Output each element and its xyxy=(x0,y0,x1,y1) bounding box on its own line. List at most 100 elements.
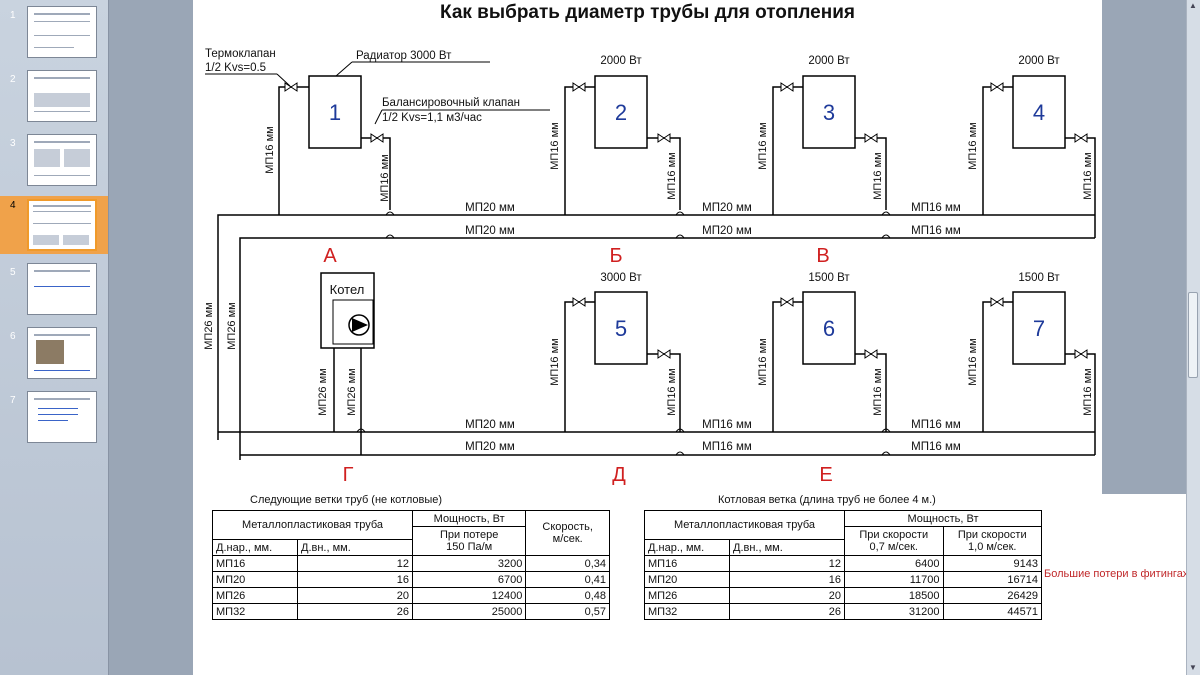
slide-title: Как выбрать диаметр трубы для отопления xyxy=(440,2,855,23)
radiator-number: 3 xyxy=(823,100,835,125)
balance-valve-spec: 1/2 Kvs=1,1 м3/час xyxy=(382,112,482,124)
radiator-number: 4 xyxy=(1033,100,1045,125)
radiator-6 xyxy=(802,291,856,365)
thermo-valve-icon xyxy=(990,82,1004,92)
balance-valve-icon xyxy=(864,349,878,359)
pump-icon xyxy=(348,314,370,336)
slide-thumb-3[interactable]: 3 xyxy=(0,134,108,194)
pipe-label: МП16 мм xyxy=(1082,152,1094,200)
pipe-label: МП26 мм xyxy=(203,302,215,350)
radiator-7 xyxy=(1012,291,1066,365)
radiator-number: 1 xyxy=(329,100,341,125)
pipe-label: МП16 мм xyxy=(549,122,561,170)
pipe-label: МП16 мм xyxy=(967,122,979,170)
radiator-3 xyxy=(802,75,856,149)
radiator-1 xyxy=(308,75,362,149)
slide-number: 2 xyxy=(10,74,16,85)
thermo-valve-label: Термоклапан xyxy=(205,48,276,60)
pipe-label: МП26 мм xyxy=(226,302,238,350)
node-label-e: Е xyxy=(819,464,832,486)
pipe-label: МП20 мм xyxy=(465,225,515,237)
slide-preview xyxy=(27,199,97,251)
slide-number: 7 xyxy=(10,395,16,406)
balance-valve-icon xyxy=(657,133,671,143)
pipe-label: МП16 мм xyxy=(264,126,276,174)
radiator-number: 7 xyxy=(1033,316,1045,341)
slide-preview xyxy=(27,6,97,58)
table-header: Металлопластиковая труба xyxy=(212,510,413,540)
slide-preview xyxy=(27,134,97,186)
pipe-label: МП16 мм xyxy=(702,441,752,453)
pipe-label: МП16 мм xyxy=(1082,368,1094,416)
table-left: Металлопластиковая труба Мощность, Вт Ск… xyxy=(212,510,610,620)
slide-number: 6 xyxy=(10,331,16,342)
boiler-pump-box xyxy=(332,299,374,345)
pipe-label: МП16 мм xyxy=(911,419,961,431)
radiator-power: 2000 Вт xyxy=(808,55,850,67)
slide-preview xyxy=(27,327,97,379)
slide-thumb-4[interactable]: 4 xyxy=(0,196,108,254)
slide-number: 5 xyxy=(10,267,16,278)
scroll-down-icon[interactable]: ▼ xyxy=(1189,663,1197,672)
pipe-label: МП16 мм xyxy=(549,338,561,386)
table-header: Металлопластиковая труба xyxy=(644,510,845,540)
slide-thumb-2[interactable]: 2 xyxy=(0,70,108,130)
radiator-power: 2000 Вт xyxy=(600,55,642,67)
side-note: Большие потери в фитингах xyxy=(1044,568,1186,580)
thermo-valve-icon xyxy=(572,82,586,92)
radiator-4 xyxy=(1012,75,1066,149)
pipe-label: МП16 мм xyxy=(872,368,884,416)
pipe-label: МП20 мм xyxy=(702,202,752,214)
slide-thumb-5[interactable]: 5 xyxy=(0,263,108,323)
balance-valve-icon xyxy=(1074,133,1088,143)
thermo-valve-icon xyxy=(780,297,794,307)
scrollbar-thumb[interactable] xyxy=(1188,292,1198,378)
table-header: Д.вн., мм. xyxy=(729,539,845,556)
pipe-label: МП20 мм xyxy=(465,441,515,453)
thermo-valve-icon xyxy=(284,82,298,92)
scroll-up-icon[interactable]: ▲ xyxy=(1189,1,1197,10)
radiator-number: 6 xyxy=(823,316,835,341)
pipe-label: МП16 мм xyxy=(967,338,979,386)
balance-valve-icon xyxy=(864,133,878,143)
thermo-valve-icon xyxy=(780,82,794,92)
table-header: Скорость,м/сек. xyxy=(525,510,610,556)
slide-number: 3 xyxy=(10,138,16,149)
radiator-number: 5 xyxy=(615,316,627,341)
slide-number: 1 xyxy=(10,10,16,21)
pipe-label: МП16 мм xyxy=(666,152,678,200)
slide-thumb-7[interactable]: 7 xyxy=(0,391,108,451)
boiler xyxy=(320,272,375,349)
radiator-power: 2000 Вт xyxy=(1018,55,1060,67)
pipe-label: МП16 мм xyxy=(702,419,752,431)
node-label-v: В xyxy=(816,245,829,267)
table-right: Металлопластиковая труба Мощность, Вт Пр… xyxy=(644,510,1042,620)
table-header: Д.нар., мм. xyxy=(212,539,298,556)
pipe-label: МП16 мм xyxy=(757,122,769,170)
table-header: Д.вн., мм. xyxy=(297,539,413,556)
radiator-power: 1500 Вт xyxy=(1018,272,1060,284)
slide-preview xyxy=(27,263,97,315)
balance-valve-label: Балансировочный клапан xyxy=(382,97,520,109)
slide-thumb-6[interactable]: 6 xyxy=(0,327,108,387)
slide-preview xyxy=(27,70,97,122)
pipe-label: МП16 мм xyxy=(757,338,769,386)
balance-valve-icon xyxy=(1074,349,1088,359)
pipe-label: МП26 мм xyxy=(317,368,329,416)
node-label-a: А xyxy=(323,245,337,267)
radiator-power: 1500 Вт xyxy=(808,272,850,284)
node-label-g: Г xyxy=(343,464,354,486)
slide-thumb-1[interactable]: 1 xyxy=(0,6,108,66)
pipe-label: МП20 мм xyxy=(465,419,515,431)
balance-valve-icon xyxy=(370,133,384,143)
